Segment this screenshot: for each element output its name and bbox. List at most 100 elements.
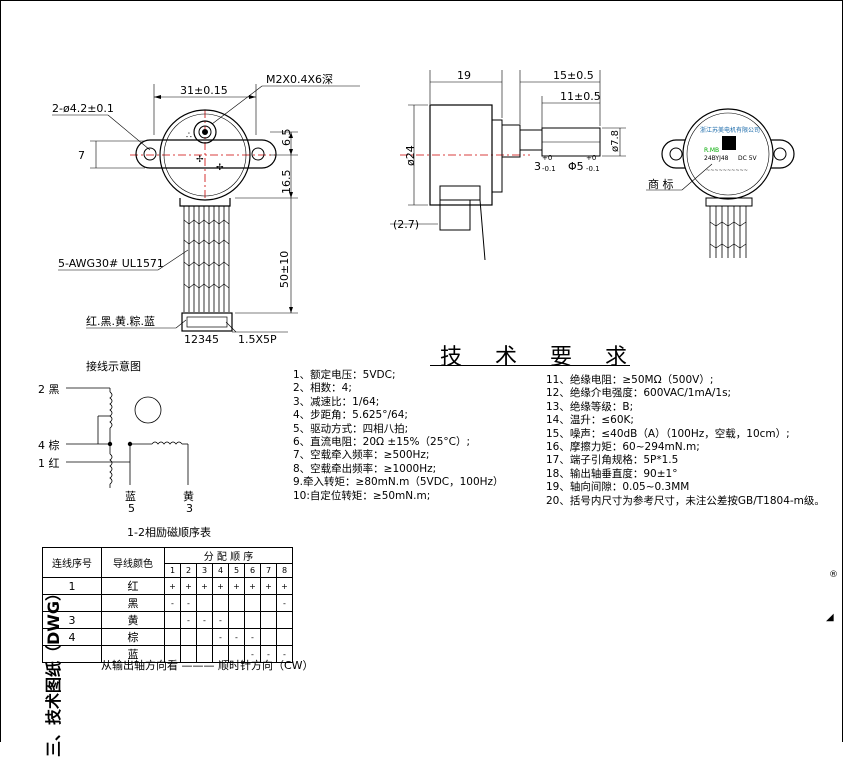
table-cell: 6 (244, 563, 261, 578)
table-cell: + (164, 577, 181, 595)
table-cell (228, 594, 245, 612)
requirement-item: 11、绝缘电阻：≥50MΩ（500V）; (546, 374, 714, 386)
dim-hole: 2-ø4.2±0.1 (52, 102, 114, 115)
blue-number: 5 (128, 502, 135, 515)
blue-label: 蓝 (125, 490, 136, 503)
table-cell: 4 (42, 628, 102, 646)
requirement-item: 12、绝缘介电强度：600VAC/1mA/1s; (546, 387, 732, 400)
lead-4-label: 4 棕 (38, 439, 60, 452)
dim-phi5: Φ5 (568, 160, 584, 173)
table-header-row: 连线序号导线颜色分 配 顺 序 (42, 547, 293, 578)
table-cell: - (180, 594, 197, 612)
table-cell: + (180, 577, 197, 595)
pin-numbers: 12345 (184, 333, 219, 346)
dim-3-tol-top: +0 (542, 154, 552, 162)
svg-text:DC 5V: DC 5V (738, 155, 758, 162)
requirement-item: 19、轴向间隙：0.05~0.3MM (546, 481, 690, 494)
table-cell: 1 (164, 563, 181, 578)
requirement-item: 1、额定电压：5VDC; (293, 369, 396, 381)
table-cell: 棕 (101, 628, 165, 646)
table-cell: + (228, 577, 245, 595)
table-cell: - (180, 611, 197, 629)
table-cell: 2 (180, 563, 197, 578)
table-cell (164, 628, 181, 646)
wiring-diagram (66, 387, 189, 488)
table-row: 黑--- (42, 594, 293, 612)
table-cell: - (212, 628, 229, 646)
svg-text:∴: ∴ (186, 131, 192, 141)
table-cell (276, 611, 293, 629)
requirement-item: 2、相数：4; (293, 382, 352, 395)
table-cell (42, 594, 102, 612)
table-cell: - (276, 645, 293, 663)
requirement-item: 16、摩擦力矩：60~294mN.m; (546, 441, 700, 454)
phase-table-title: 1-2相励磁顺序表 (127, 526, 211, 539)
table-cell: 连线序号 (42, 547, 102, 578)
lead-1-label: 1 红 (38, 457, 60, 470)
svg-text:浙江苏美电机有限公司: 浙江苏美电机有限公司 (700, 126, 760, 134)
requirement-item: 10:自定位转矩：≥50mN.m; (293, 489, 431, 502)
table-cell (228, 611, 245, 629)
arrow-mark: ◢ (826, 612, 834, 623)
registered-mark: ® (829, 570, 838, 580)
table-cell (260, 628, 277, 646)
requirements-title: 技 术 要 求 (440, 345, 640, 370)
wiring-title: 接线示意图 (86, 360, 141, 373)
table-cell: 5 (228, 563, 245, 578)
yellow-label: 黄 (183, 490, 194, 503)
table-cell: 8 (276, 563, 293, 578)
dim-15: 15±0.5 (553, 69, 594, 82)
table-cell (260, 611, 277, 629)
table-cell (260, 594, 277, 612)
table-cell: 分 配 顺 序 (164, 547, 293, 564)
svg-text:✢: ✢ (216, 163, 224, 173)
table-cell: 1 (42, 577, 102, 595)
table-cell (180, 628, 197, 646)
table-cell: - (212, 611, 229, 629)
requirement-item: 18、输出轴垂直度：90±1° (546, 467, 678, 480)
requirements-left: 1、额定电压：5VDC;2、相数：4;3、减速比：1/64;4、步距角：5.62… (293, 369, 504, 503)
dim-7-8: ø7.8 (610, 130, 621, 152)
table-cell: + (276, 577, 293, 595)
table-cell: + (244, 577, 261, 595)
requirement-item: 17、端子引角规格：5P*1.5 (546, 454, 679, 467)
table-cell: - (164, 594, 181, 612)
table-cell (244, 594, 261, 612)
requirement-item: 13、绝缘等级：B; (546, 400, 634, 413)
dim-phi5-tol-bot: -0.1 (586, 165, 600, 173)
dim-phi5-tol-top: +0 (586, 154, 596, 162)
table-cell (42, 645, 102, 663)
table-cell: 7 (260, 563, 277, 578)
requirements-right: 11、绝缘电阻：≥50MΩ（500V）;12、绝缘介电强度：600VAC/1mA… (546, 374, 825, 508)
dim-16-5: 16.5 (280, 170, 293, 195)
requirement-item: 4、步距角：5.625°/64; (293, 409, 408, 422)
dim-m2: M2X0.4X6深 (266, 73, 333, 86)
table-cell: 4 (212, 563, 229, 578)
dim-19: 19 (457, 69, 471, 82)
table-cell: 导线颜色 (101, 547, 165, 578)
table-cell (276, 628, 293, 646)
cable-spec: 5-AWG30# UL1571 (58, 257, 164, 270)
requirement-item: 20、括号内尺寸为参考尺寸，未注公差按GB/T1804-m级。 (546, 494, 825, 507)
svg-text:✢: ✢ (196, 155, 204, 165)
side-view: 19 15±0.5 11±0.5 ø24 ø7.8 3 +0 -0.1 Φ5 +… (390, 69, 626, 261)
lead-2-label: 2 黑 (38, 383, 60, 396)
table-cell: + (260, 577, 277, 595)
table-cell (196, 594, 213, 612)
label-view: 浙江苏美电机有限公司 R.MB 24BYJ48 DC 5V ~~~~~~~~~~ (646, 108, 795, 258)
table-cell: 红 (101, 577, 165, 595)
sequence-caption: 从输出轴方向看 ——— 顺时针方向（CW） (101, 659, 314, 672)
requirement-item: 14、温升：≤60K; (546, 414, 634, 427)
table-row: 蓝--- (42, 645, 293, 663)
table-cell (212, 594, 229, 612)
table-cell: - (244, 628, 261, 646)
table-cell: 蓝 (101, 645, 165, 663)
requirement-item: 5、驱动方式：四相八拍; (293, 422, 409, 435)
table-cell: + (196, 577, 213, 595)
table-cell: 黑 (101, 594, 165, 612)
